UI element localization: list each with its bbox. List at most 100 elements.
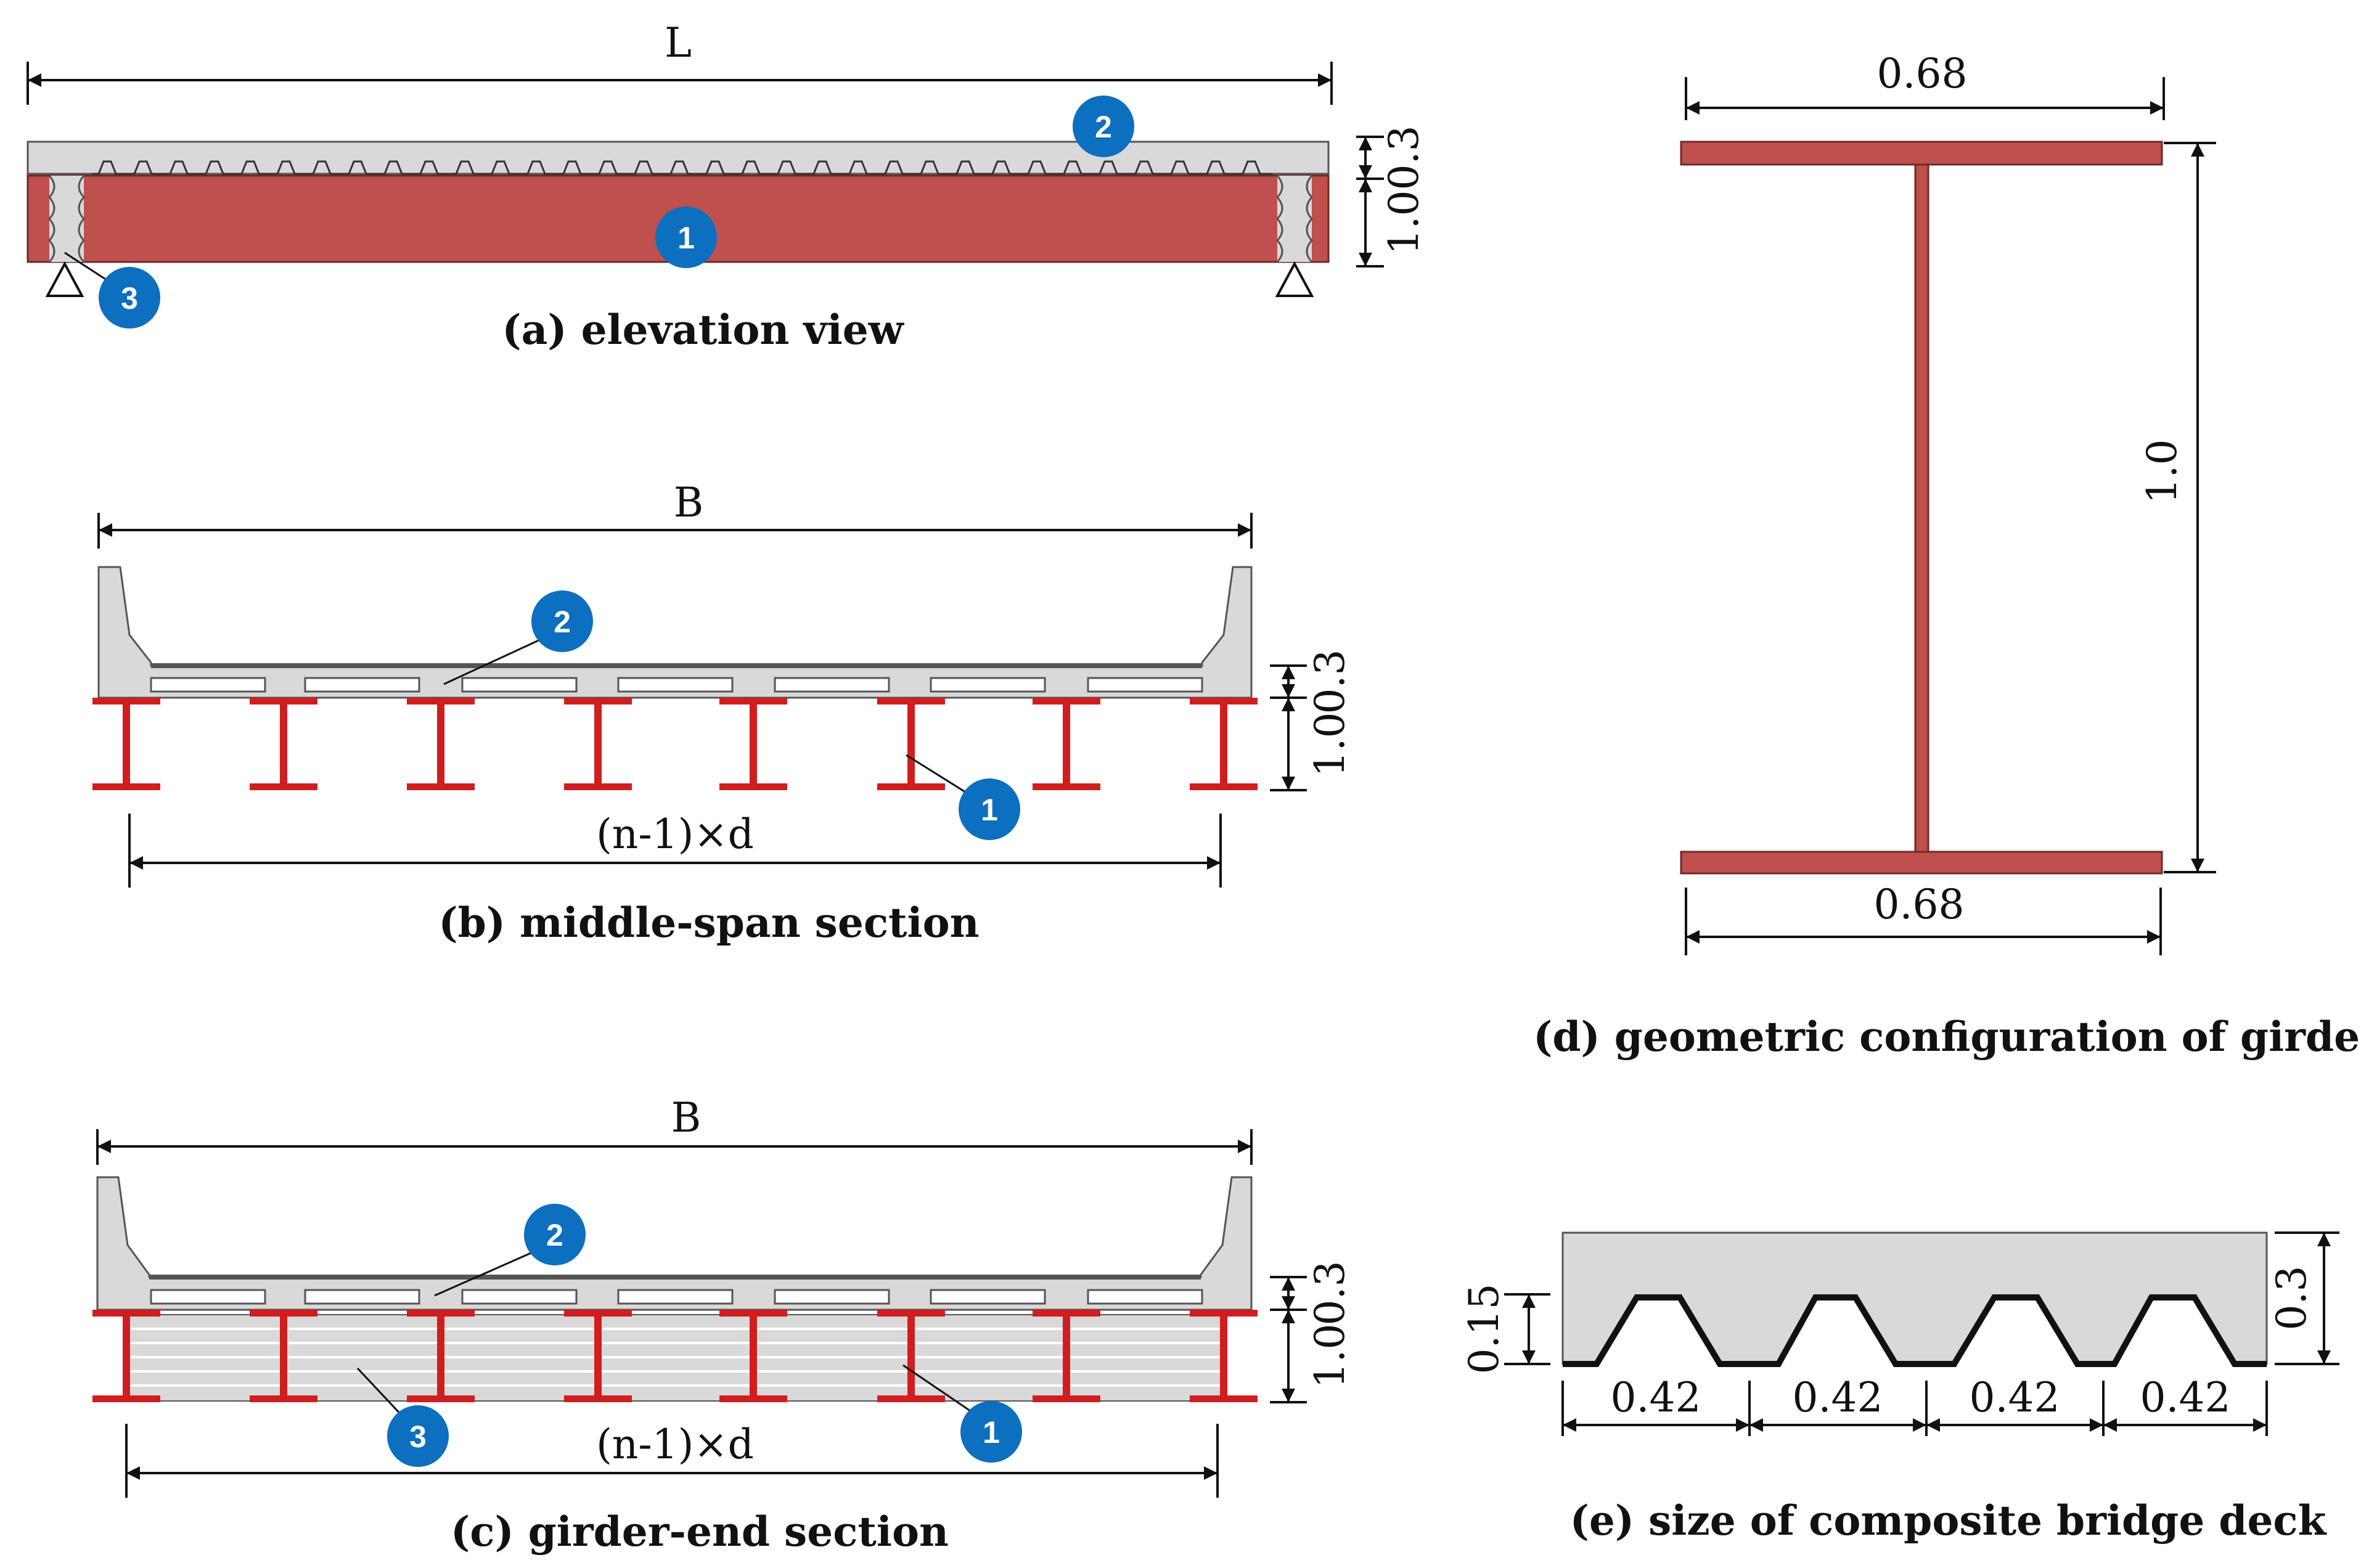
steel-sheeting: [1563, 1294, 2267, 1367]
panel-c-girder-end-section: B 0.3 1.0 (n-1)×d 2 1 3 (c) gi: [92, 1094, 1354, 1556]
caption-b: (b) middle-span section: [438, 899, 979, 947]
caption-d: (d) geometric configuration of girder: [1533, 1013, 2361, 1061]
deck-rib-box: [930, 677, 1046, 693]
bottom-flange: [1190, 783, 1258, 790]
support-right-icon: [1275, 261, 1314, 297]
width-label: B: [674, 479, 704, 526]
steel-girder-section: [564, 698, 632, 790]
web: [1220, 1310, 1227, 1401]
steel-girder-section: [719, 1310, 787, 1402]
web: [123, 1310, 130, 1401]
deck-rib-box: [617, 1289, 734, 1305]
leader-2: [443, 638, 542, 685]
deck-rib-box: [461, 1289, 578, 1305]
pitch-label-2: 0.42: [1793, 1374, 1883, 1421]
pitch-label-3: 0.42: [1970, 1374, 2060, 1421]
pitch-label-4: 0.42: [2140, 1374, 2231, 1421]
steel-girder-section: [250, 698, 317, 790]
span-label: L: [665, 19, 692, 67]
caption-e: (e) size of composite bridge deck: [1570, 1497, 2327, 1545]
bottom-flange: [719, 1395, 787, 1402]
web: [1220, 698, 1227, 789]
deck-thickness-label: 0.3: [1306, 1261, 1354, 1326]
steel-girder-section: [92, 698, 160, 790]
girder-height-label: 1.0: [1306, 1324, 1354, 1389]
badge-girder: 1: [959, 778, 1020, 840]
steel-girder-section: [407, 1310, 475, 1402]
deck-ribs-section: [150, 1289, 1203, 1305]
bottom-flange: [1190, 1395, 1258, 1402]
deck-thickness-label: 0.3: [1306, 650, 1354, 714]
bottom-flange-width-label: 0.68: [1874, 881, 1965, 928]
end-diaphragm-right: [1275, 175, 1314, 263]
deck-rib-box: [774, 677, 890, 693]
panel-a-elevation: L 0.3 1.0 1 2 3: [27, 19, 1428, 354]
panel-d-girder-geometry: 0.68 1.0 0.68 (d) geometric configuratio…: [1533, 50, 2361, 1061]
svg-text:2: 2: [1095, 110, 1112, 144]
steel-girder-section: [92, 1310, 160, 1402]
deck-slab: [27, 141, 1330, 175]
bottom-flange: [877, 783, 945, 790]
web: [1914, 163, 1929, 853]
top-flange: [1680, 141, 2163, 166]
web: [594, 1310, 602, 1401]
deck-rib-box: [461, 677, 578, 693]
steel-girder-section: [564, 1310, 632, 1402]
bottom-flange: [250, 783, 317, 790]
bottom-flange: [564, 1395, 632, 1402]
web: [750, 698, 757, 789]
bottom-flange: [719, 783, 787, 790]
deck-rib-box: [150, 677, 266, 693]
deck-rib-box: [617, 677, 734, 693]
bottom-flange: [1033, 783, 1100, 790]
girder-height-label: 1.0: [1380, 190, 1428, 255]
height-label: 1.0: [2138, 439, 2186, 504]
bottom-flange: [92, 1395, 160, 1402]
pitch-label-1: 0.42: [1611, 1374, 1701, 1421]
leader-3: [356, 1367, 405, 1419]
svg-text:1: 1: [677, 221, 695, 255]
end-diaphragm-plates: [126, 1314, 1224, 1402]
girder-row: [92, 698, 1258, 790]
steel-girder-section: [1190, 698, 1258, 790]
steel-girder-section: [407, 698, 475, 790]
steel-girder-section: [1190, 1310, 1258, 1402]
web: [280, 698, 287, 789]
web: [750, 1310, 757, 1401]
svg-text:2: 2: [554, 605, 571, 639]
bottom-flange: [250, 1395, 317, 1402]
svg-text:1: 1: [981, 793, 998, 827]
deck-thickness-label: 0.3: [1380, 126, 1428, 190]
end-diaphragm-left: [47, 175, 86, 263]
support-left-icon: [45, 261, 84, 297]
svg-text:3: 3: [121, 281, 138, 316]
deck-rib-box: [304, 677, 420, 693]
leader-2: [434, 1250, 536, 1297]
deck-rib-box: [774, 1289, 890, 1305]
badge-deck: 2: [1073, 96, 1134, 157]
bottom-flange: [407, 1395, 475, 1402]
deck-rib-box: [1087, 1289, 1203, 1305]
caption-a: (a) elevation view: [502, 306, 904, 354]
deck-rib-box: [304, 1289, 420, 1305]
bottom-flange: [1680, 851, 2163, 875]
width-label: B: [671, 1094, 702, 1141]
steel-girder-section: [1033, 698, 1100, 790]
svg-text:2: 2: [546, 1218, 563, 1252]
bottom-flange: [564, 783, 632, 790]
web: [280, 1310, 287, 1401]
deck-rib-box: [930, 1289, 1046, 1305]
badge-diaphragm: 3: [99, 267, 160, 329]
web: [123, 698, 130, 789]
web: [907, 698, 915, 789]
girder-height-label: 1.0: [1306, 713, 1354, 777]
steel-girder-section: [877, 1310, 945, 1402]
steel-girder-section: [1033, 1310, 1100, 1402]
girder-row: [92, 1310, 1258, 1402]
rib-height-label: 0.15: [1460, 1284, 1508, 1374]
badge-diaphragm: 3: [387, 1405, 449, 1467]
spacing-label: (n-1)×d: [596, 811, 754, 858]
badge-girder: 1: [960, 1401, 1022, 1463]
badge-deck: 2: [531, 590, 593, 652]
